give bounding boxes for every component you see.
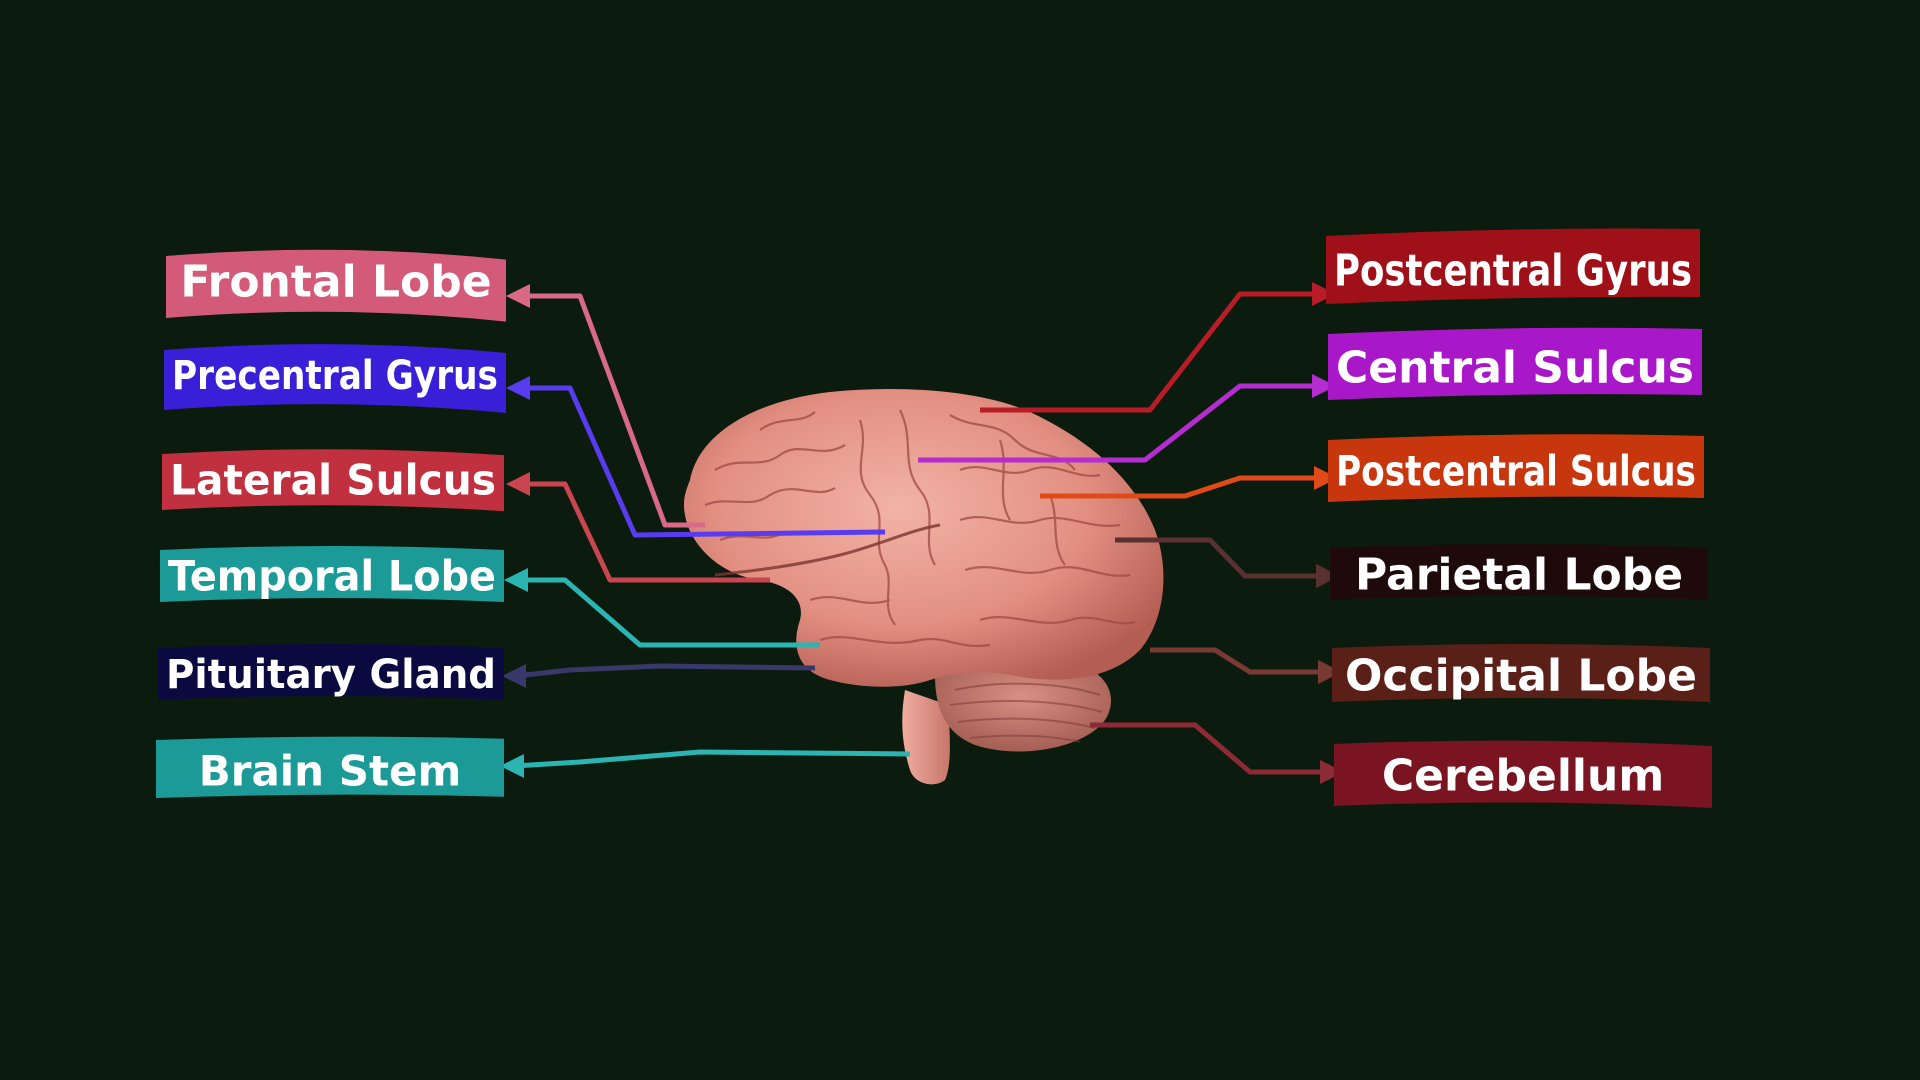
- postcentral-gyrus-label-text: Postcentral Gyrus: [1334, 245, 1692, 296]
- cerebellum-arrowhead-icon: [1320, 760, 1344, 784]
- lateral-sulcus-label-band: [162, 449, 504, 512]
- frontal-lobe-arrowhead-icon: [506, 284, 530, 308]
- label-temporal-lobe[interactable]: Temporal Lobe: [160, 546, 504, 602]
- temporal-lobe-arrowhead-icon: [504, 568, 528, 592]
- cerebrum-shape: [683, 389, 1164, 687]
- brain-illustration: [683, 389, 1164, 785]
- occipital-lobe-label-text: Occipital Lobe: [1345, 650, 1697, 701]
- postcentral-gyrus-label-band: [1326, 228, 1700, 304]
- precentral-gyrus-label-band: [164, 344, 506, 413]
- label-cerebellum[interactable]: Cerebellum: [1334, 740, 1712, 808]
- brain-stem-label-text: Brain Stem: [199, 747, 462, 796]
- label-precentral-gyrus[interactable]: Precentral Gyrus: [164, 344, 506, 413]
- label-pituitary-gland[interactable]: Pituitary Gland: [158, 644, 504, 700]
- parietal-lobe-connector-line: [1115, 537, 1326, 579]
- label-brain-stem[interactable]: Brain Stem: [156, 736, 504, 798]
- pituitary-gland-label-text: Pituitary Gland: [166, 652, 496, 698]
- parietal-lobe-label-text: Parietal Lobe: [1355, 549, 1683, 600]
- connector-lines: [500, 282, 1344, 784]
- precentral-gyrus-label-text: Precentral Gyrus: [172, 353, 498, 399]
- occipital-lobe-connector-line: [1150, 647, 1328, 675]
- frontal-lobe-label-text: Frontal Lobe: [180, 256, 491, 307]
- temporal-lobe-label-text: Temporal Lobe: [168, 552, 496, 601]
- central-sulcus-arrowhead-icon: [1312, 374, 1336, 398]
- postcentral-sulcus-arrowhead-icon: [1314, 466, 1338, 490]
- postcentral-gyrus-connector-line: [980, 291, 1322, 413]
- lateral-sulcus-arrowhead-icon: [506, 472, 530, 496]
- parietal-lobe-arrowhead-icon: [1316, 564, 1340, 588]
- temporal-lobe-connector-line: [518, 577, 820, 648]
- cerebellum-shape: [935, 659, 1112, 752]
- cerebellum-connector-line: [1090, 722, 1330, 775]
- postcentral-sulcus-label-text: Postcentral Sulcus: [1336, 447, 1696, 496]
- brain-stem-label-band: [156, 736, 504, 798]
- pituitary-gland-connector-line: [515, 663, 816, 679]
- cerebellum-label-text: Cerebellum: [1382, 750, 1664, 801]
- postcentral-sulcus-label-band: [1328, 434, 1704, 502]
- pituitary-gland-label-band: [158, 644, 504, 700]
- label-postcentral-gyrus[interactable]: Postcentral Gyrus: [1326, 228, 1700, 304]
- lateral-sulcus-connector-line: [520, 481, 770, 583]
- cerebellum-label-band: [1334, 740, 1712, 808]
- central-sulcus-label-text: Central Sulcus: [1336, 342, 1694, 393]
- label-frontal-lobe[interactable]: Frontal Lobe: [166, 249, 506, 322]
- brain-stem-arrowhead-icon: [500, 754, 524, 778]
- temporal-lobe-label-band: [160, 546, 504, 602]
- postcentral-gyrus-arrowhead-icon: [1312, 282, 1336, 306]
- postcentral-sulcus-connector-line: [1040, 475, 1324, 499]
- occipital-lobe-label-band: [1332, 644, 1710, 702]
- precentral-gyrus-arrowhead-icon: [506, 376, 530, 400]
- frontal-lobe-label-band: [166, 249, 506, 322]
- parietal-lobe-label-band: [1330, 544, 1708, 600]
- label-central-sulcus[interactable]: Central Sulcus: [1328, 327, 1702, 400]
- precentral-gyrus-connector-line: [520, 385, 886, 538]
- label-parietal-lobe[interactable]: Parietal Lobe: [1330, 544, 1708, 600]
- frontal-lobe-connector-line: [520, 293, 705, 528]
- brain-stem-shape: [902, 690, 950, 785]
- occipital-lobe-arrowhead-icon: [1318, 660, 1342, 684]
- label-occipital-lobe[interactable]: Occipital Lobe: [1332, 644, 1710, 702]
- lateral-sulcus-label-text: Lateral Sulcus: [170, 456, 496, 505]
- label-lateral-sulcus[interactable]: Lateral Sulcus: [162, 449, 504, 512]
- central-sulcus-connector-line: [918, 383, 1322, 463]
- brain-stem-connector-line: [513, 749, 911, 769]
- pituitary-gland-arrowhead-icon: [502, 664, 526, 688]
- central-sulcus-label-band: [1328, 327, 1702, 400]
- label-postcentral-sulcus[interactable]: Postcentral Sulcus: [1328, 434, 1704, 502]
